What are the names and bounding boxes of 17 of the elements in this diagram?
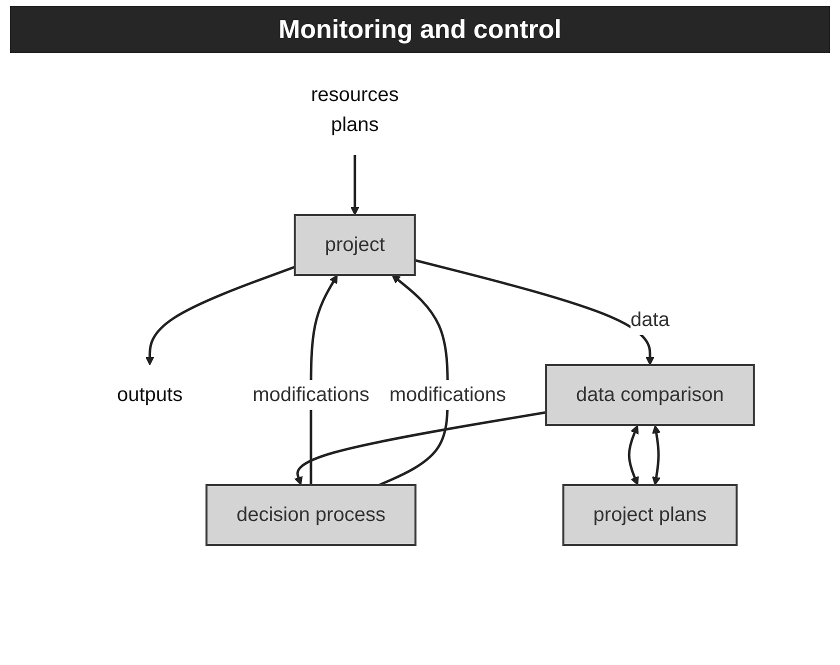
arrow — [627, 424, 638, 486]
title-band: Monitoring and control — [10, 6, 830, 53]
arrow — [651, 425, 660, 486]
node-box: data comparison — [544, 364, 754, 426]
node-text: outputs — [116, 384, 182, 406]
arrow — [294, 411, 546, 486]
node-box: decision process — [205, 484, 416, 546]
edge-label: modifications — [388, 384, 506, 406]
node-box: project plans — [562, 484, 738, 546]
edge-label: modifications — [252, 384, 369, 406]
arrow — [378, 274, 448, 486]
node-text: resources plans — [310, 84, 398, 136]
edge-label: data — [630, 309, 669, 331]
arrow — [414, 259, 654, 366]
arrow — [144, 266, 295, 366]
arrow — [350, 155, 359, 216]
node-box: project — [293, 214, 416, 276]
